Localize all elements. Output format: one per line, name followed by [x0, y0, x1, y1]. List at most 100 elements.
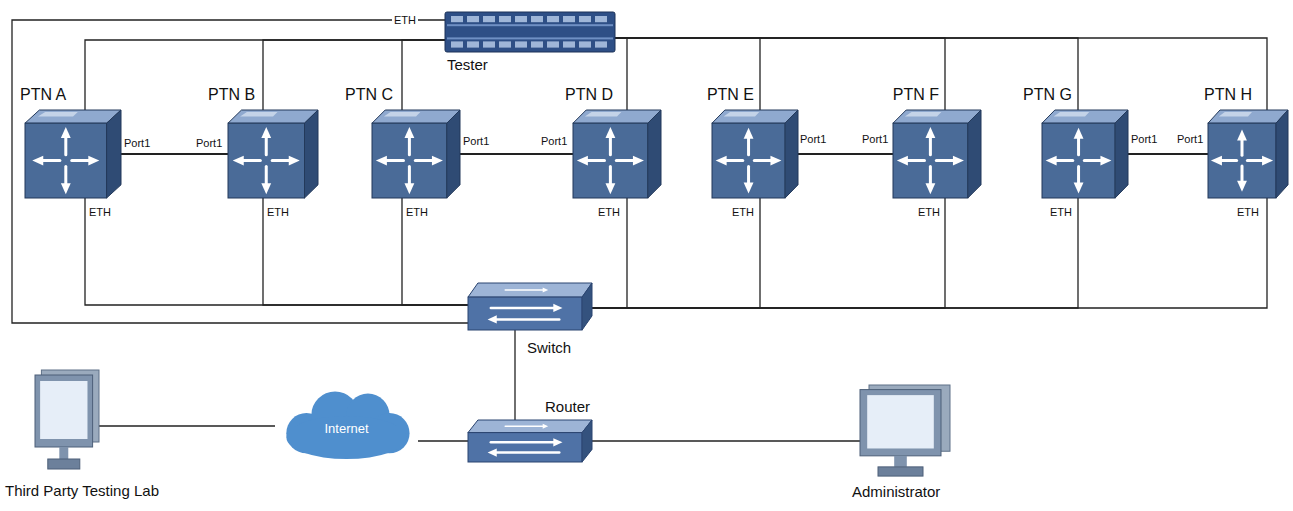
ptn-node: PTN A [25, 110, 121, 198]
arrow-head [1100, 156, 1111, 166]
tester-stripe [447, 24, 613, 26]
port-label: Port1 [1177, 133, 1203, 146]
monitor-icon [35, 370, 99, 470]
tester-bay [579, 41, 591, 47]
top-mark [1054, 112, 1090, 117]
tester-bay [467, 16, 479, 22]
tester-node: Tester [445, 12, 615, 52]
cable-line [615, 38, 1078, 110]
arrow-head [744, 183, 754, 194]
arrow-head [1074, 183, 1084, 194]
tester-bay [483, 41, 495, 47]
port-label: Port1 [800, 133, 826, 146]
tester-bay [499, 16, 511, 22]
arrow-head [925, 183, 935, 194]
arrow-head [553, 304, 562, 312]
router-node: Router [468, 420, 592, 462]
router-arrows [32, 127, 99, 194]
cable-line [460, 153, 573, 155]
device-label: PTN D [565, 86, 613, 104]
top-mark [585, 112, 622, 117]
tester-bay [563, 16, 575, 22]
device-label: Router [545, 398, 590, 415]
ptn-node: PTN F [893, 110, 981, 198]
ptn-node: PTN E [712, 110, 798, 198]
device-label: PTN B [208, 86, 255, 104]
cable-line [615, 38, 627, 110]
tester-bay [563, 41, 575, 47]
cable-line [615, 38, 945, 110]
cube-side [107, 110, 121, 198]
cloud-node: Internet [275, 390, 418, 462]
cube-side [648, 110, 661, 198]
monitor-frame [35, 375, 93, 447]
port-label: Port1 [124, 137, 150, 150]
cube-side [1115, 110, 1128, 198]
switch-icon [468, 283, 592, 330]
tester-bay [515, 16, 527, 22]
cable-line [12, 20, 468, 323]
arrow-shaft [491, 441, 557, 444]
device-label: Administrator [852, 483, 940, 500]
switch-node: Switch [468, 283, 592, 330]
cable-line [592, 198, 945, 308]
cube-front [228, 123, 305, 198]
arrow-head [897, 156, 908, 166]
cable-line [85, 40, 445, 110]
tester-bay [451, 41, 463, 47]
box-top [468, 283, 592, 297]
cable-line [121, 153, 228, 155]
arrow-head [488, 448, 497, 456]
monitor-node: Third Party Testing Lab [35, 370, 99, 470]
arrow-head [376, 156, 387, 166]
device-label: PTN H [1204, 86, 1252, 104]
arrow-head [543, 424, 548, 429]
tester-bay [499, 41, 511, 47]
tester-bay [515, 41, 527, 47]
interface-label: ETH [267, 206, 289, 219]
ptn-node: PTN B [228, 110, 318, 198]
port-label: Port1 [463, 135, 489, 148]
box-side [582, 283, 592, 330]
cable-line [514, 330, 515, 420]
ptn-node: PTN G [1042, 110, 1128, 198]
top-mark [38, 112, 78, 117]
cable-line [263, 198, 468, 305]
tester-bay [451, 16, 463, 22]
interface-label: ETH [406, 206, 428, 219]
ptn-node: PTN C [372, 110, 460, 198]
arrow-head [1237, 181, 1247, 192]
arrow-head [605, 183, 615, 194]
arrow-head [744, 128, 754, 139]
cube-side [785, 110, 798, 198]
cable-line [798, 153, 893, 155]
cube-top [1208, 110, 1288, 123]
device-label: PTN F [893, 86, 939, 104]
monitor-base [48, 459, 80, 469]
ptn-icon [228, 110, 318, 198]
tester-bay [595, 16, 607, 22]
cable-line [263, 40, 445, 110]
cube-front [573, 123, 648, 198]
cable-line [402, 198, 468, 305]
arrow-head [61, 127, 71, 138]
cable-line [592, 198, 1078, 308]
monitor-icon [860, 385, 950, 477]
router-arrows [1046, 128, 1112, 194]
arrow-shaft [505, 289, 545, 291]
top-mark [724, 112, 760, 117]
tester-bay [531, 16, 543, 22]
arrow-head [289, 156, 300, 166]
router-arrows [1211, 130, 1273, 192]
monitor-screen [867, 395, 934, 448]
ptn-icon [372, 110, 460, 198]
arrow-head [404, 183, 414, 194]
port-label: Port1 [862, 133, 888, 146]
cube-side [447, 110, 460, 198]
ptn-icon [712, 110, 798, 198]
router-arrows [577, 127, 644, 194]
monitor-neck [59, 447, 68, 459]
arrow-shaft [505, 426, 545, 428]
box-side [582, 420, 592, 462]
